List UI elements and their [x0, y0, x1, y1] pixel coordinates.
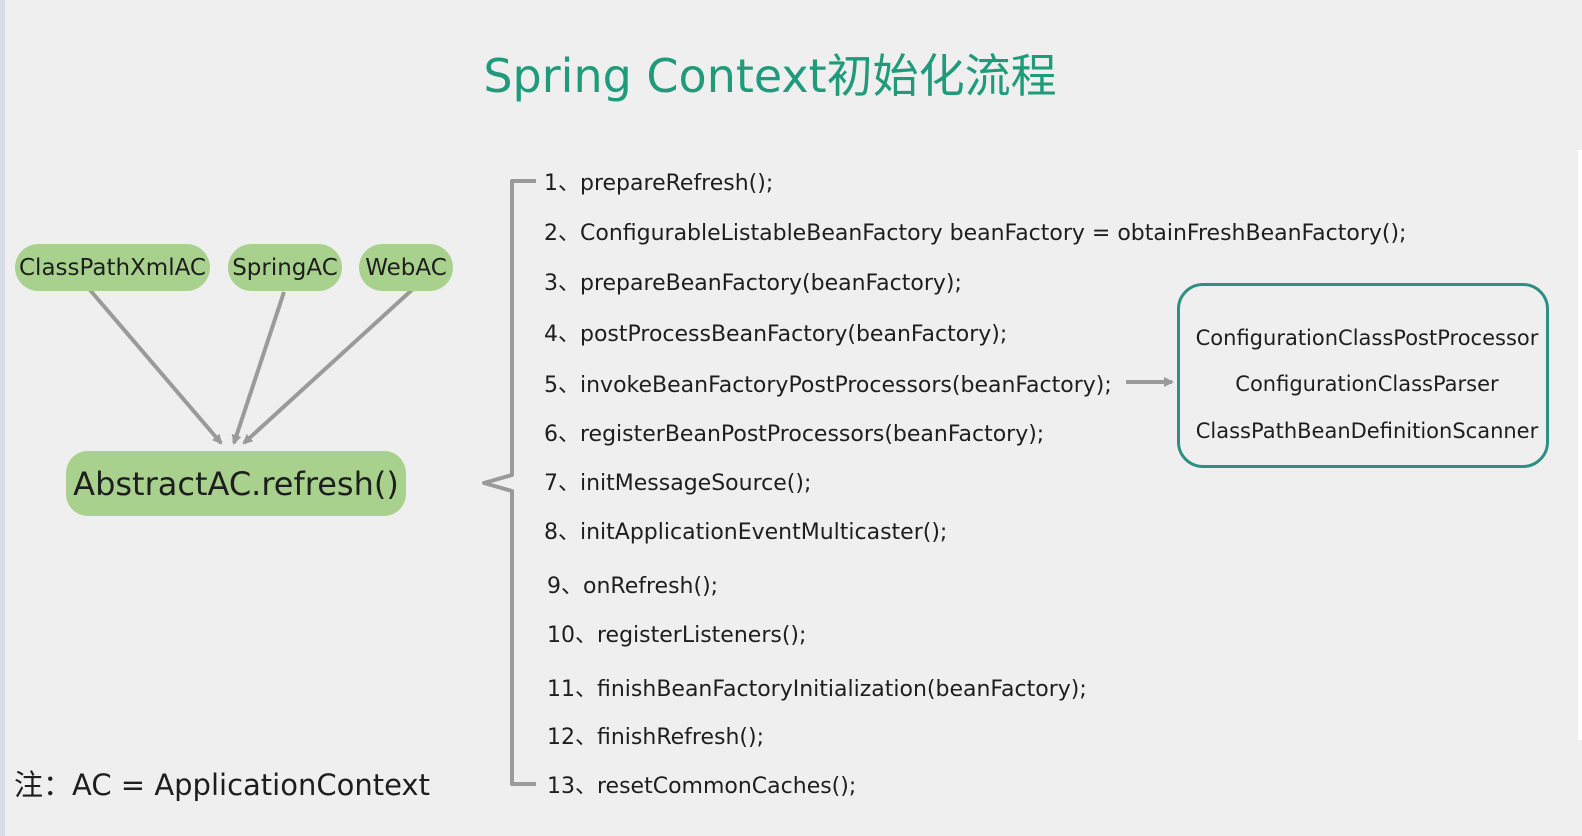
step-text: finishRefresh();: [597, 725, 764, 750]
step-1: 1、prepareRefresh();: [544, 165, 773, 197]
step-text: initApplicationEventMulticaster();: [580, 520, 948, 545]
footnote: 注：AC = ApplicationContext: [14, 768, 430, 802]
step-text: postProcessBeanFactory(beanFactory);: [580, 322, 1008, 347]
steps-bracket: [482, 179, 536, 786]
step-number: 6、: [544, 422, 580, 447]
step-11: 11、finishBeanFactoryInitialization(beanF…: [547, 671, 1087, 703]
step-text: ConfigurableListableBeanFactory beanFact…: [580, 221, 1407, 246]
processor-classpathbeandefinitionscanner: ClassPathBeanDefinitionScanner: [1195, 419, 1539, 443]
diagram-title: Spring Context初始化流程: [483, 49, 1057, 103]
step-number: 3、: [544, 271, 580, 296]
step-text: invokeBeanFactoryPostProcessors(beanFact…: [580, 373, 1112, 398]
step-text: onRefresh();: [583, 574, 719, 599]
step-text: initMessageSource();: [580, 471, 812, 496]
step-7: 7、initMessageSource();: [544, 465, 811, 497]
step-text: finishBeanFactoryInitialization(beanFact…: [597, 677, 1087, 702]
step-number: 5、: [544, 373, 580, 398]
step-number: 12、: [547, 725, 597, 750]
step-5: 5、invokeBeanFactoryPostProcessors(beanFa…: [544, 367, 1112, 399]
step-9: 9、onRefresh();: [547, 568, 718, 600]
step-number: 8、: [544, 520, 580, 545]
step-number: 13、: [547, 774, 597, 799]
step-number: 9、: [547, 574, 583, 599]
step-2: 2、ConfigurableListableBeanFactory beanFa…: [544, 215, 1406, 247]
step-4: 4、postProcessBeanFactory(beanFactory);: [544, 316, 1007, 348]
step-text: prepareBeanFactory(beanFactory);: [580, 271, 962, 296]
step-8: 8、initApplicationEventMulticaster();: [544, 514, 947, 546]
step-10: 10、registerListeners();: [547, 617, 806, 649]
node-classpathxmlac: ClassPathXmlAC: [15, 244, 210, 291]
step-number: 4、: [544, 322, 580, 347]
step-6: 6、registerBeanPostProcessors(beanFactory…: [544, 416, 1044, 448]
step-number: 1、: [544, 171, 580, 196]
left-edge-strip: [0, 0, 5, 836]
arrow-classpathxmlac-to-refresh: [88, 288, 223, 445]
processor-box: [1177, 283, 1549, 468]
node-abstractac-refresh: AbstractAC.refresh(): [66, 451, 406, 516]
right-edge-strip: [1578, 150, 1582, 740]
arrow-springac-to-refresh: [231, 291, 286, 445]
step-number: 7、: [544, 471, 580, 496]
processor-configurationclassparser: ConfigurationClassParser: [1235, 372, 1499, 396]
step-text: prepareRefresh();: [580, 171, 774, 196]
step-text: registerBeanPostProcessors(beanFactory);: [580, 422, 1045, 447]
step-number: 11、: [547, 677, 597, 702]
node-springac: SpringAC: [228, 244, 342, 291]
step-text: registerListeners();: [597, 623, 807, 648]
step-number: 2、: [544, 221, 580, 246]
step-number: 10、: [547, 623, 597, 648]
step-12: 12、finishRefresh();: [547, 719, 764, 751]
node-webac: WebAC: [359, 244, 453, 291]
step-3: 3、prepareBeanFactory(beanFactory);: [544, 265, 962, 297]
step-text: resetCommonCaches();: [597, 774, 857, 799]
step-13: 13、resetCommonCaches();: [547, 768, 856, 800]
processor-configurationclasspostprocessor: ConfigurationClassPostProcessor: [1195, 326, 1539, 350]
arrow-webac-to-refresh: [242, 286, 416, 445]
